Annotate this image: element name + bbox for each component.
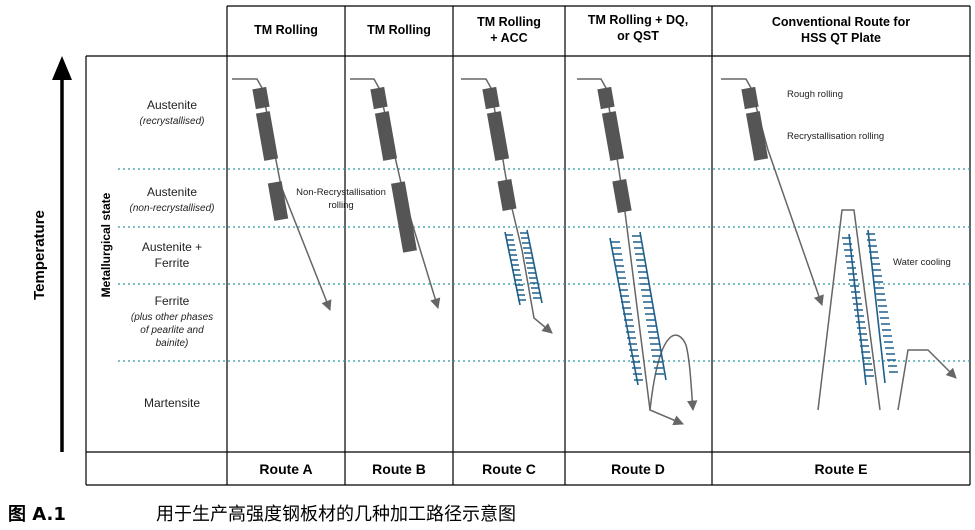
route-d-cooling-ticks xyxy=(609,231,667,386)
state-austenite-nonrecryst-sub: (non-recrystallised) xyxy=(129,203,214,214)
state-austenite-recryst: Austenite xyxy=(147,98,197,112)
route-d-path xyxy=(577,78,698,426)
header-route-e-1: Conventional Route for xyxy=(772,15,910,29)
column-headers: TM Rolling TM Rolling TM Rolling + ACC T… xyxy=(254,13,910,45)
route-e-rolling-block-2 xyxy=(745,111,769,161)
state-ferrite-sub2: of pearlite and xyxy=(140,325,204,336)
annotation-recryst-rolling: Recrystallisation rolling xyxy=(787,131,884,142)
temperature-label: Temperature xyxy=(31,210,48,300)
header-route-e-2: HSS QT Plate xyxy=(801,31,881,45)
state-martensite: Martensite xyxy=(144,396,200,410)
route-b-rolling-block-1 xyxy=(370,86,388,110)
route-b-path xyxy=(350,78,441,310)
figure-caption-label: 图 A.1 xyxy=(8,504,66,525)
route-a-path xyxy=(232,78,332,311)
state-austenite-recryst-sub: (recrystallised) xyxy=(139,116,204,127)
state-labels: Austenite (recrystallised) Austenite (no… xyxy=(129,98,214,410)
route-a-rolling-block-1 xyxy=(252,86,270,110)
route-e-cooling-ticks xyxy=(842,229,898,386)
header-route-d-2: or QST xyxy=(617,29,659,43)
state-ferrite: Ferrite xyxy=(155,294,190,308)
route-a-label: Route A xyxy=(259,461,312,477)
state-ferrite-sub3: bainite) xyxy=(156,338,189,349)
route-d-rolling-block-3 xyxy=(612,179,632,213)
route-e-label: Route E xyxy=(815,461,868,477)
table-frame xyxy=(85,5,971,486)
route-c-rolling-block-2 xyxy=(486,111,510,161)
route-b-label: Route B xyxy=(372,461,426,477)
state-separators xyxy=(118,168,970,362)
header-route-c-1: TM Rolling xyxy=(477,15,541,29)
route-a-rolling-block-3 xyxy=(267,181,289,221)
route-labels: Route A Route B Route C Route D Route E xyxy=(259,461,867,477)
route-e-path xyxy=(721,78,957,411)
route-d-rolling-block-2 xyxy=(601,111,625,161)
annotation-nonrecryst-1: Non-Recrystallisation xyxy=(296,187,386,198)
header-route-b: TM Rolling xyxy=(367,23,431,37)
route-e-rolling-block-1 xyxy=(741,86,759,110)
header-route-c-2: + ACC xyxy=(490,31,527,45)
state-austenite-nonrecryst: Austenite xyxy=(147,185,197,199)
route-a-rolling-block-2 xyxy=(255,111,279,161)
state-ferrite-sub1: (plus other phases xyxy=(131,312,213,323)
route-d-rolling-block-1 xyxy=(597,86,615,110)
route-c-label: Route C xyxy=(482,461,536,477)
metallurgical-state-label: Metallurgical state xyxy=(99,192,113,297)
annotation-rough-rolling: Rough rolling xyxy=(787,89,843,100)
figure-caption-text: 用于生产高强度钢板材的几种加工路径示意图 xyxy=(156,504,516,525)
route-c-path xyxy=(461,78,553,334)
temperature-axis xyxy=(52,56,72,452)
route-c-rolling-block-3 xyxy=(497,179,517,211)
route-c-cooling-ticks xyxy=(504,229,543,306)
route-b-rolling-block-3 xyxy=(391,181,417,253)
annotation-nonrecryst-2: rolling xyxy=(328,200,353,211)
state-austenite-ferrite: Austenite + xyxy=(142,240,202,254)
annotations: Non-Recrystallisation rolling Rough roll… xyxy=(296,89,951,268)
state-austenite-ferrite-2: Ferrite xyxy=(155,256,190,270)
annotation-water-cooling: Water cooling xyxy=(893,257,951,268)
route-d-label: Route D xyxy=(611,461,665,477)
header-route-d-1: TM Rolling + DQ, xyxy=(588,13,688,27)
processing-routes-diagram: Temperature Metallurgical state Austenit… xyxy=(31,5,971,486)
route-c-rolling-block-1 xyxy=(482,86,500,110)
header-route-a: TM Rolling xyxy=(254,23,318,37)
route-b-rolling-block-2 xyxy=(374,111,398,161)
